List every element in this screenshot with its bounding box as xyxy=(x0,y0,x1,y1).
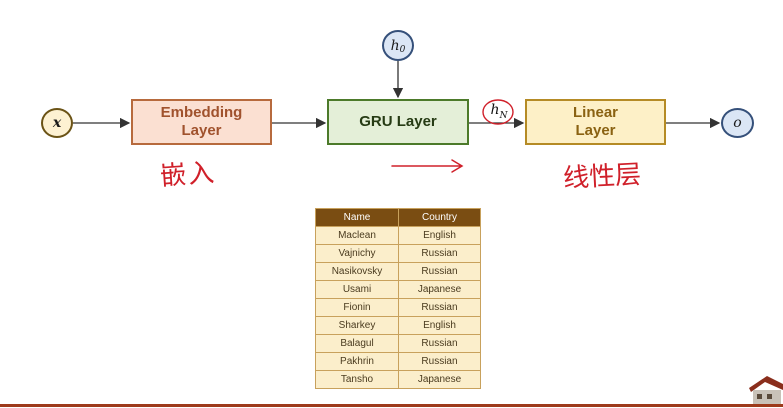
cell-name: Balagul xyxy=(315,334,399,353)
h0-base: h xyxy=(390,37,400,54)
cell-country: English xyxy=(398,316,481,335)
linear-handwritten-note: 线性层 xyxy=(562,159,642,195)
hn-circle-annotation xyxy=(482,99,514,125)
hn-sub: N xyxy=(499,111,508,121)
input-node-label: x xyxy=(52,115,62,131)
gru-layer-box: GRU Layer xyxy=(327,99,469,145)
cell-country: Russian xyxy=(398,262,481,281)
cell-name: Usami xyxy=(315,280,399,299)
table-header-row: Name Country xyxy=(315,208,481,227)
hn-base: h xyxy=(490,102,500,118)
cell-country: Japanese xyxy=(398,370,481,389)
red-arrow-annotation xyxy=(391,159,464,173)
cell-name: Tansho xyxy=(315,370,399,389)
h0-sub: 0 xyxy=(399,44,406,55)
cell-country: Russian xyxy=(398,298,481,317)
input-node-x: x xyxy=(41,108,73,138)
linear-layer-box: Linear Layer xyxy=(525,99,666,145)
cell-name: Pakhrin xyxy=(315,352,399,371)
cell-country: Russian xyxy=(398,244,481,263)
cell-country: English xyxy=(398,226,481,245)
presenter-thumbnail-icon xyxy=(745,366,783,404)
bottom-accent-line xyxy=(0,404,783,407)
cell-name: Fionin xyxy=(315,298,399,317)
cell-name: Vajnichy xyxy=(315,244,399,263)
output-node-o: o xyxy=(721,108,754,138)
header-country: Country xyxy=(398,208,481,227)
cell-country: Russian xyxy=(398,352,481,371)
cell-country: Russian xyxy=(398,334,481,353)
cell-country: Japanese xyxy=(398,280,481,299)
cell-name: Sharkey xyxy=(315,316,399,335)
output-node-label: o xyxy=(733,115,742,131)
embedding-handwritten-note: 嵌入 xyxy=(159,158,218,192)
cell-name: Maclean xyxy=(315,226,399,245)
header-name: Name xyxy=(315,208,399,227)
hidden-final-label: hN xyxy=(484,102,514,122)
embedding-layer-box: Embedding Layer xyxy=(131,99,272,145)
cell-name: Nasikovsky xyxy=(315,262,399,281)
